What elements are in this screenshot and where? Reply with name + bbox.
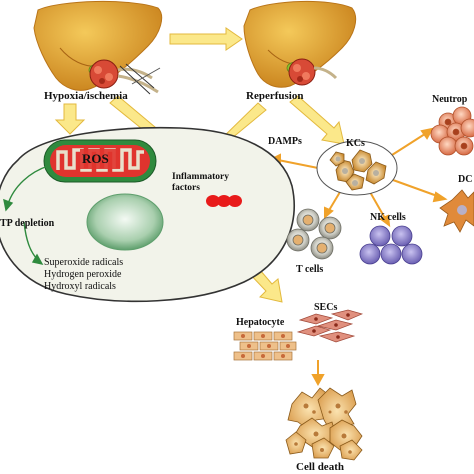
kcs-label: KCs	[346, 138, 365, 149]
inflammatory-factors-label-line2: factors	[172, 183, 200, 193]
nk-cell-cluster	[359, 225, 423, 265]
kupffer-cell-cluster	[316, 140, 398, 196]
arrow-liver-to-liver	[169, 27, 243, 51]
dendritic-cell	[439, 189, 474, 233]
inflammatory-factor-dots	[206, 195, 242, 207]
hypoxia-label: Hypoxia/ischemia	[44, 90, 128, 102]
dead-cell-cluster	[285, 387, 363, 461]
arrow-hypoxia-down	[54, 103, 86, 135]
hepatocyte-label: Hepatocyte	[236, 317, 285, 328]
sinusoidal-endothelial-cells	[296, 309, 364, 343]
t-cell-cluster	[286, 208, 342, 260]
damps-label: DAMPs	[268, 136, 302, 147]
liver-hypoxia	[33, 0, 163, 95]
nk-cells-label: NK cells	[370, 212, 406, 223]
dcs-label: DC	[458, 174, 473, 185]
inflammatory-factors-label-line1: Inflammatory	[172, 172, 229, 182]
arrow-to-cell-death	[311, 360, 325, 387]
ros-label: ROS	[82, 151, 109, 166]
cell-death-label: Cell death	[296, 461, 344, 473]
neutrophil-cluster	[430, 106, 474, 156]
reperfusion-label: Reperfusion	[246, 90, 304, 102]
hydrogen-peroxide-label: Hydrogen peroxide	[44, 269, 122, 280]
neutrophils-label: Neutrop	[432, 94, 468, 105]
hydroxyl-label: Hydroxyl radicals	[44, 281, 116, 292]
arrow-reperfusion-to-kcs	[289, 95, 345, 145]
nucleus-icon	[86, 193, 164, 251]
hepatocyte-tissue	[233, 331, 297, 361]
superoxide-label: Superoxide radicals	[44, 257, 124, 268]
secs-label: SECs	[314, 302, 338, 313]
mitochondrion-icon	[43, 139, 157, 183]
atp-depletion-label: TP depletion	[0, 218, 55, 229]
t-cells-label: T cells	[296, 264, 324, 275]
liver-reperfusion	[243, 0, 357, 88]
ros-arrows	[3, 165, 49, 266]
